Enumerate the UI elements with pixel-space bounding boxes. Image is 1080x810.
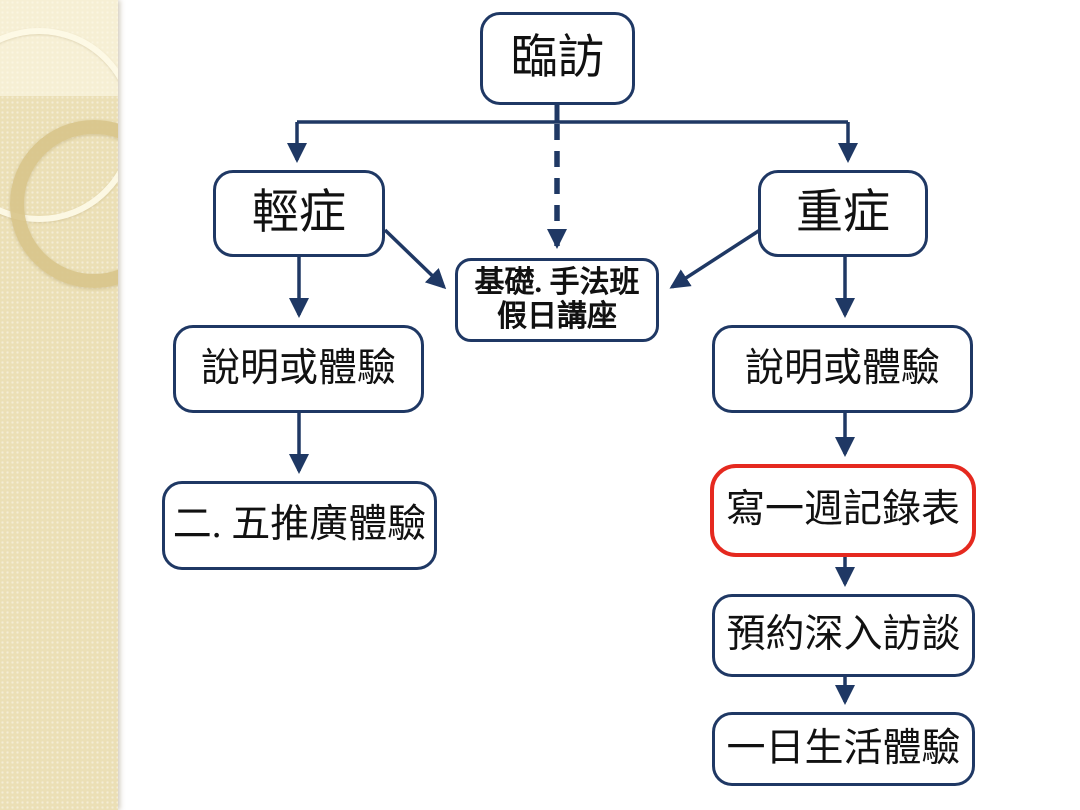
edge-mild-to-class — [383, 228, 447, 290]
node-class-lecture: 基礎. 手法班 假日講座 — [455, 258, 659, 342]
node-severe-intro: 說明或體驗 — [712, 325, 973, 413]
node-mild-promo: 二. 五推廣體驗 — [162, 481, 437, 570]
node-mild-intro: 說明或體驗 — [173, 325, 424, 413]
node-root-label: 臨訪 — [510, 32, 605, 85]
node-weekly-record-label: 寫一週記錄表 — [725, 488, 960, 532]
node-severe-intro-label: 說明或體驗 — [744, 346, 940, 390]
node-mild-promo-label: 二. 五推廣體驗 — [172, 503, 427, 547]
node-mild-label: 輕症 — [252, 187, 346, 240]
decorative-sidebar — [0, 0, 118, 810]
node-class-label: 基礎. 手法班 假日講座 — [475, 266, 640, 335]
node-mild-intro-label: 說明或體驗 — [200, 346, 396, 390]
node-severe-case: 重症 — [758, 170, 928, 257]
node-interview-label: 預約深入訪談 — [726, 613, 961, 657]
node-one-day-label: 一日生活體驗 — [726, 726, 961, 770]
node-one-day-experience: 一日生活體驗 — [712, 712, 975, 786]
edge-severe-to-class — [669, 228, 761, 289]
node-root: 臨訪 — [480, 12, 635, 105]
node-class-label-line2: 假日講座 — [497, 300, 617, 333]
node-weekly-record: 寫一週記錄表 — [710, 464, 976, 557]
node-interview: 預約深入訪談 — [712, 594, 975, 677]
node-class-label-line1: 基礎. 手法班 — [474, 265, 640, 299]
node-mild-case: 輕症 — [213, 170, 385, 257]
node-severe-label: 重症 — [796, 187, 890, 240]
